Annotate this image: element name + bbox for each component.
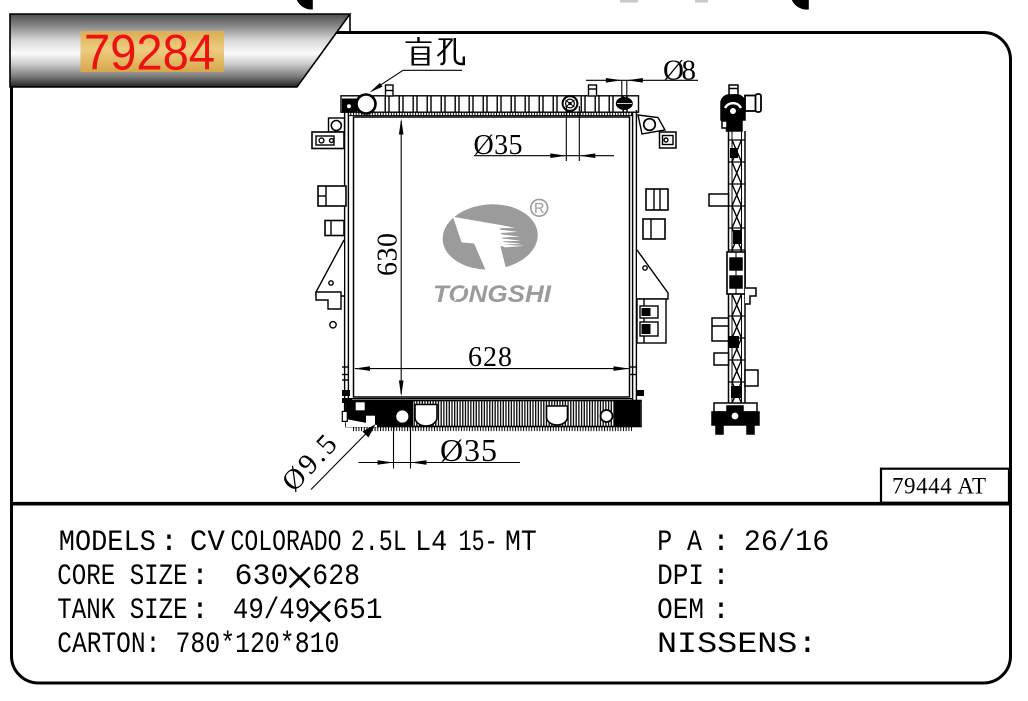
svg-text::: : — [712, 526, 730, 560]
svg-text:Ø35: Ø35 — [440, 432, 497, 468]
svg-text:628: 628 — [312, 560, 360, 594]
svg-text:OEM: OEM — [657, 594, 704, 628]
svg-text:628: 628 — [468, 342, 512, 373]
svg-text:651: 651 — [333, 594, 383, 628]
svg-text:79284: 79284 — [84, 24, 215, 81]
svg-text:49/49: 49/49 — [233, 594, 310, 628]
svg-text:CV: CV — [190, 526, 225, 560]
svg-text:P A: P A — [657, 526, 702, 560]
svg-text:MT: MT — [505, 526, 537, 560]
svg-text::: : — [160, 526, 178, 560]
svg-text:NISSENS:: NISSENS: — [657, 628, 817, 662]
svg-text:Ø8: Ø8 — [663, 55, 696, 87]
svg-text:L4: L4 — [415, 526, 447, 560]
svg-text:COLORADO: COLORADO — [231, 526, 342, 560]
svg-text:TANK SIZE: TANK SIZE — [57, 594, 188, 628]
svg-text:79444 AT: 79444 AT — [892, 474, 986, 499]
svg-text:2.5L: 2.5L — [351, 526, 407, 560]
svg-text:CORE SIZE: CORE SIZE — [57, 560, 188, 594]
svg-text:MODELS: MODELS — [59, 526, 156, 560]
svg-text:Ø35: Ø35 — [474, 130, 523, 161]
svg-text:R: R — [534, 201, 544, 217]
svg-text:630: 630 — [373, 233, 404, 276]
svg-text:26/16: 26/16 — [744, 526, 830, 560]
svg-text:DPI: DPI — [657, 560, 704, 594]
svg-text:TONGSHI: TONGSHI — [433, 281, 552, 308]
svg-text:15-: 15- — [459, 526, 498, 560]
svg-text::: : — [712, 560, 730, 594]
svg-text:CARTON:: CARTON: — [57, 628, 160, 662]
svg-text:630: 630 — [235, 560, 289, 594]
svg-text::: : — [712, 594, 730, 628]
svg-text::: : — [191, 594, 209, 628]
svg-text::: : — [191, 560, 209, 594]
svg-text:780*120*810: 780*120*810 — [176, 628, 340, 662]
